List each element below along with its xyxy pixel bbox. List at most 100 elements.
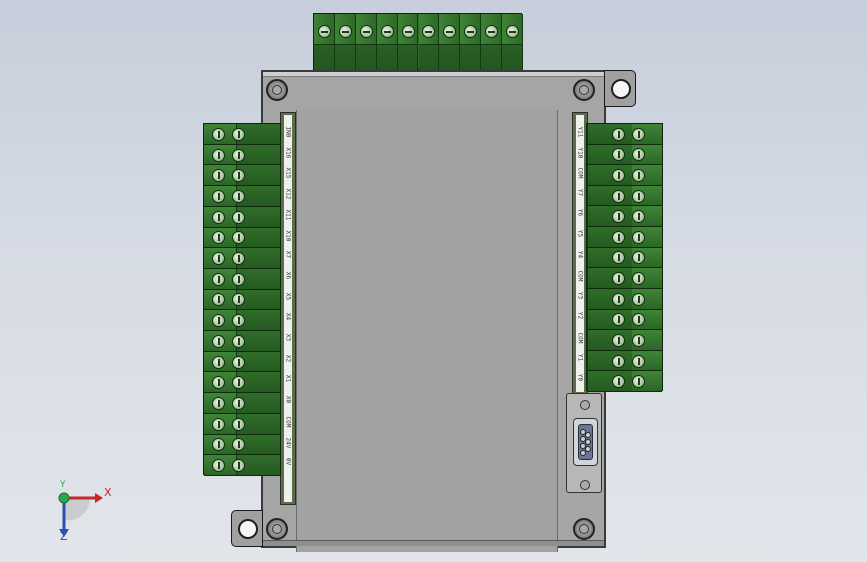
terminal-row[interactable] <box>204 372 280 394</box>
terminal-screw-icon <box>212 272 225 286</box>
mount-hole-icon <box>238 519 258 539</box>
housing-cover-panel <box>296 110 558 552</box>
terminal-row[interactable] <box>204 351 280 373</box>
top-terminal[interactable] <box>460 14 482 72</box>
pin-label: COM <box>576 332 584 344</box>
axis-triad-icon <box>58 492 103 537</box>
x-axis-label: X <box>104 486 112 499</box>
terminal-screw-icon <box>632 169 645 183</box>
terminal-socket <box>587 330 632 350</box>
top-terminal-block[interactable] <box>313 13 523 72</box>
top-terminal[interactable] <box>334 14 356 72</box>
terminal-row[interactable] <box>587 227 662 248</box>
terminal-row[interactable] <box>587 185 662 207</box>
terminal-row[interactable] <box>587 206 662 228</box>
terminal-row[interactable] <box>587 371 662 392</box>
top-terminal[interactable] <box>439 14 461 72</box>
terminal-screw-icon <box>212 438 225 452</box>
terminal-row[interactable] <box>587 165 662 186</box>
top-terminal[interactable] <box>397 14 419 72</box>
terminal-screw-icon <box>232 355 245 369</box>
terminal-row[interactable] <box>204 186 280 207</box>
terminal-row[interactable] <box>204 289 280 311</box>
pin-label: Y11 <box>576 126 584 138</box>
pin-label: X2 <box>284 354 292 362</box>
terminal-row[interactable] <box>204 206 280 228</box>
top-terminal[interactable] <box>481 14 503 72</box>
pin-label: Y2 <box>576 312 584 320</box>
terminal-screw-icon <box>212 127 225 141</box>
plc-housing[interactable] <box>261 70 606 552</box>
terminal-row[interactable] <box>204 331 280 352</box>
pin-label: Y1 <box>576 353 584 361</box>
terminal-row[interactable] <box>204 434 280 456</box>
terminal-screw-icon <box>612 169 625 183</box>
pin-label: Y5 <box>576 229 584 238</box>
terminal-socket <box>587 227 632 247</box>
terminal-row[interactable] <box>204 268 280 290</box>
terminal-screw-icon <box>632 292 645 306</box>
terminal-row[interactable] <box>587 247 662 269</box>
db9-serial-port[interactable] <box>566 393 602 493</box>
terminal-screw-icon <box>212 355 225 369</box>
pin-label: COM <box>576 270 584 282</box>
top-terminal[interactable] <box>502 14 523 72</box>
terminal-screw-icon <box>232 210 245 224</box>
terminal-row[interactable] <box>204 124 280 145</box>
pin-label: COM <box>576 167 584 179</box>
terminal-row[interactable] <box>204 310 280 332</box>
terminal-row[interactable] <box>204 455 280 476</box>
terminal-row[interactable] <box>587 350 662 372</box>
terminal-screw-icon <box>212 334 225 348</box>
top-terminal[interactable] <box>314 14 335 72</box>
top-terminal[interactable] <box>355 14 377 72</box>
terminal-screw-icon <box>232 417 245 431</box>
terminal-row[interactable] <box>587 330 662 351</box>
pin-label: IN0 <box>284 126 292 138</box>
terminal-screw-icon <box>232 272 245 286</box>
pin-label: X4 <box>284 313 292 321</box>
terminal-screw-icon <box>612 313 625 327</box>
terminal-row[interactable] <box>587 288 662 310</box>
top-terminal[interactable] <box>376 14 398 72</box>
terminal-screw-icon <box>612 354 625 368</box>
terminal-screw-icon <box>612 210 625 224</box>
pin-label: X16 <box>284 147 292 159</box>
terminal-screw-icon <box>612 230 625 244</box>
terminal-row[interactable] <box>587 309 662 331</box>
terminal-screw-icon <box>212 252 225 266</box>
terminal-socket <box>587 309 632 330</box>
left-terminal-block[interactable] <box>203 123 281 476</box>
mount-tab-bottom-left <box>231 510 263 547</box>
terminal-row[interactable] <box>587 144 662 166</box>
terminal-socket <box>587 288 632 309</box>
housing-bottom-edge <box>263 540 604 546</box>
terminal-row[interactable] <box>204 393 280 414</box>
terminal-screw-icon <box>612 148 625 162</box>
terminal-screw-icon <box>380 25 394 38</box>
terminal-screw-icon <box>401 25 415 38</box>
terminal-row[interactable] <box>204 248 280 269</box>
terminal-screw-icon <box>232 459 245 473</box>
terminal-row[interactable] <box>587 268 662 289</box>
terminal-row[interactable] <box>204 144 280 166</box>
terminal-socket <box>376 44 397 72</box>
terminal-socket <box>587 268 632 288</box>
terminal-screw-icon <box>232 189 245 203</box>
terminal-screw-icon <box>464 25 478 38</box>
pin-label: X0 <box>284 395 292 404</box>
terminal-row[interactable] <box>204 227 280 249</box>
top-terminal[interactable] <box>418 14 440 72</box>
terminal-row[interactable] <box>587 124 662 145</box>
terminal-row[interactable] <box>204 165 280 187</box>
axis-triad: X Y Z <box>50 480 120 545</box>
terminal-socket <box>587 165 632 185</box>
right-terminal-block[interactable] <box>586 123 663 392</box>
pin-label: 0V <box>284 458 292 466</box>
corner-screw-icon <box>573 518 595 540</box>
db9-pin-icon <box>585 439 591 445</box>
terminal-screw-icon <box>232 169 245 183</box>
corner-screw-icon <box>266 518 288 540</box>
terminal-row[interactable] <box>204 413 280 435</box>
